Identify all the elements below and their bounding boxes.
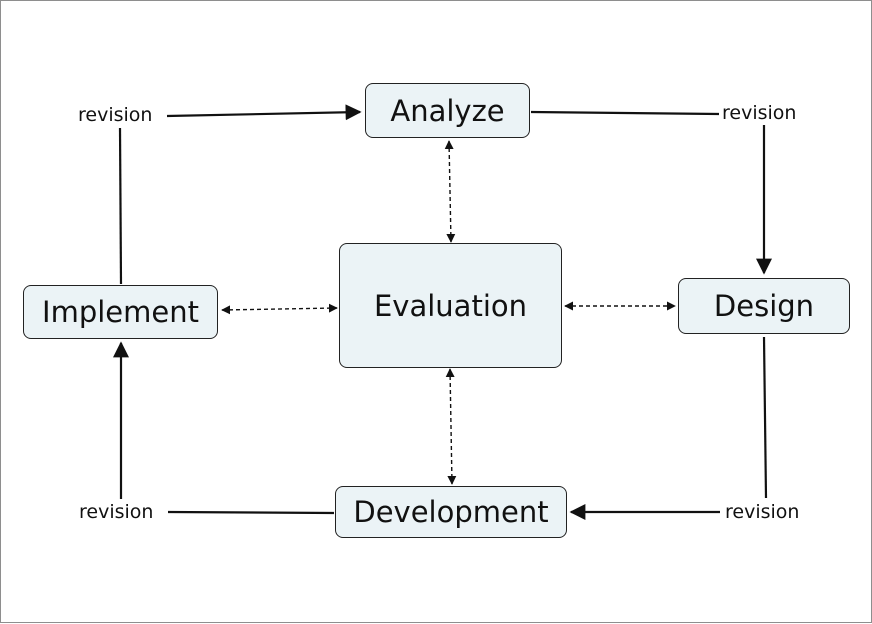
revision-label-top-right: revision — [722, 102, 797, 124]
revision-label-top-left: revision — [78, 104, 153, 126]
connector-revision-to-analyze — [166, 104, 362, 121]
implement-node-label: Implement — [42, 295, 199, 329]
connector-analyze-to-revision — [530, 110, 720, 116]
evaluation-node[interactable]: Evaluation — [339, 243, 562, 368]
revision-label-bottom-right: revision — [725, 501, 800, 523]
analyze-node-label: Analyze — [390, 93, 505, 128]
design-node[interactable]: Design — [678, 278, 850, 334]
dashed-link-implement-evaluation — [221, 303, 338, 315]
development-node[interactable]: Development — [335, 486, 567, 538]
connector-implement-to-revision — [118, 127, 123, 285]
analyze-node[interactable]: Analyze — [365, 83, 530, 138]
revision-label-bottom-left: revision — [79, 501, 154, 523]
implement-node[interactable]: Implement — [23, 285, 218, 339]
dashed-link-analyze-evaluation — [444, 140, 456, 243]
development-node-label: Development — [353, 495, 549, 529]
design-node-label: Design — [713, 289, 815, 323]
dashed-link-evaluation-development — [445, 368, 457, 485]
connector-development-to-revision — [167, 510, 335, 515]
evaluation-node-label: Evaluation — [373, 288, 527, 323]
connector-design-to-revision — [762, 336, 768, 499]
